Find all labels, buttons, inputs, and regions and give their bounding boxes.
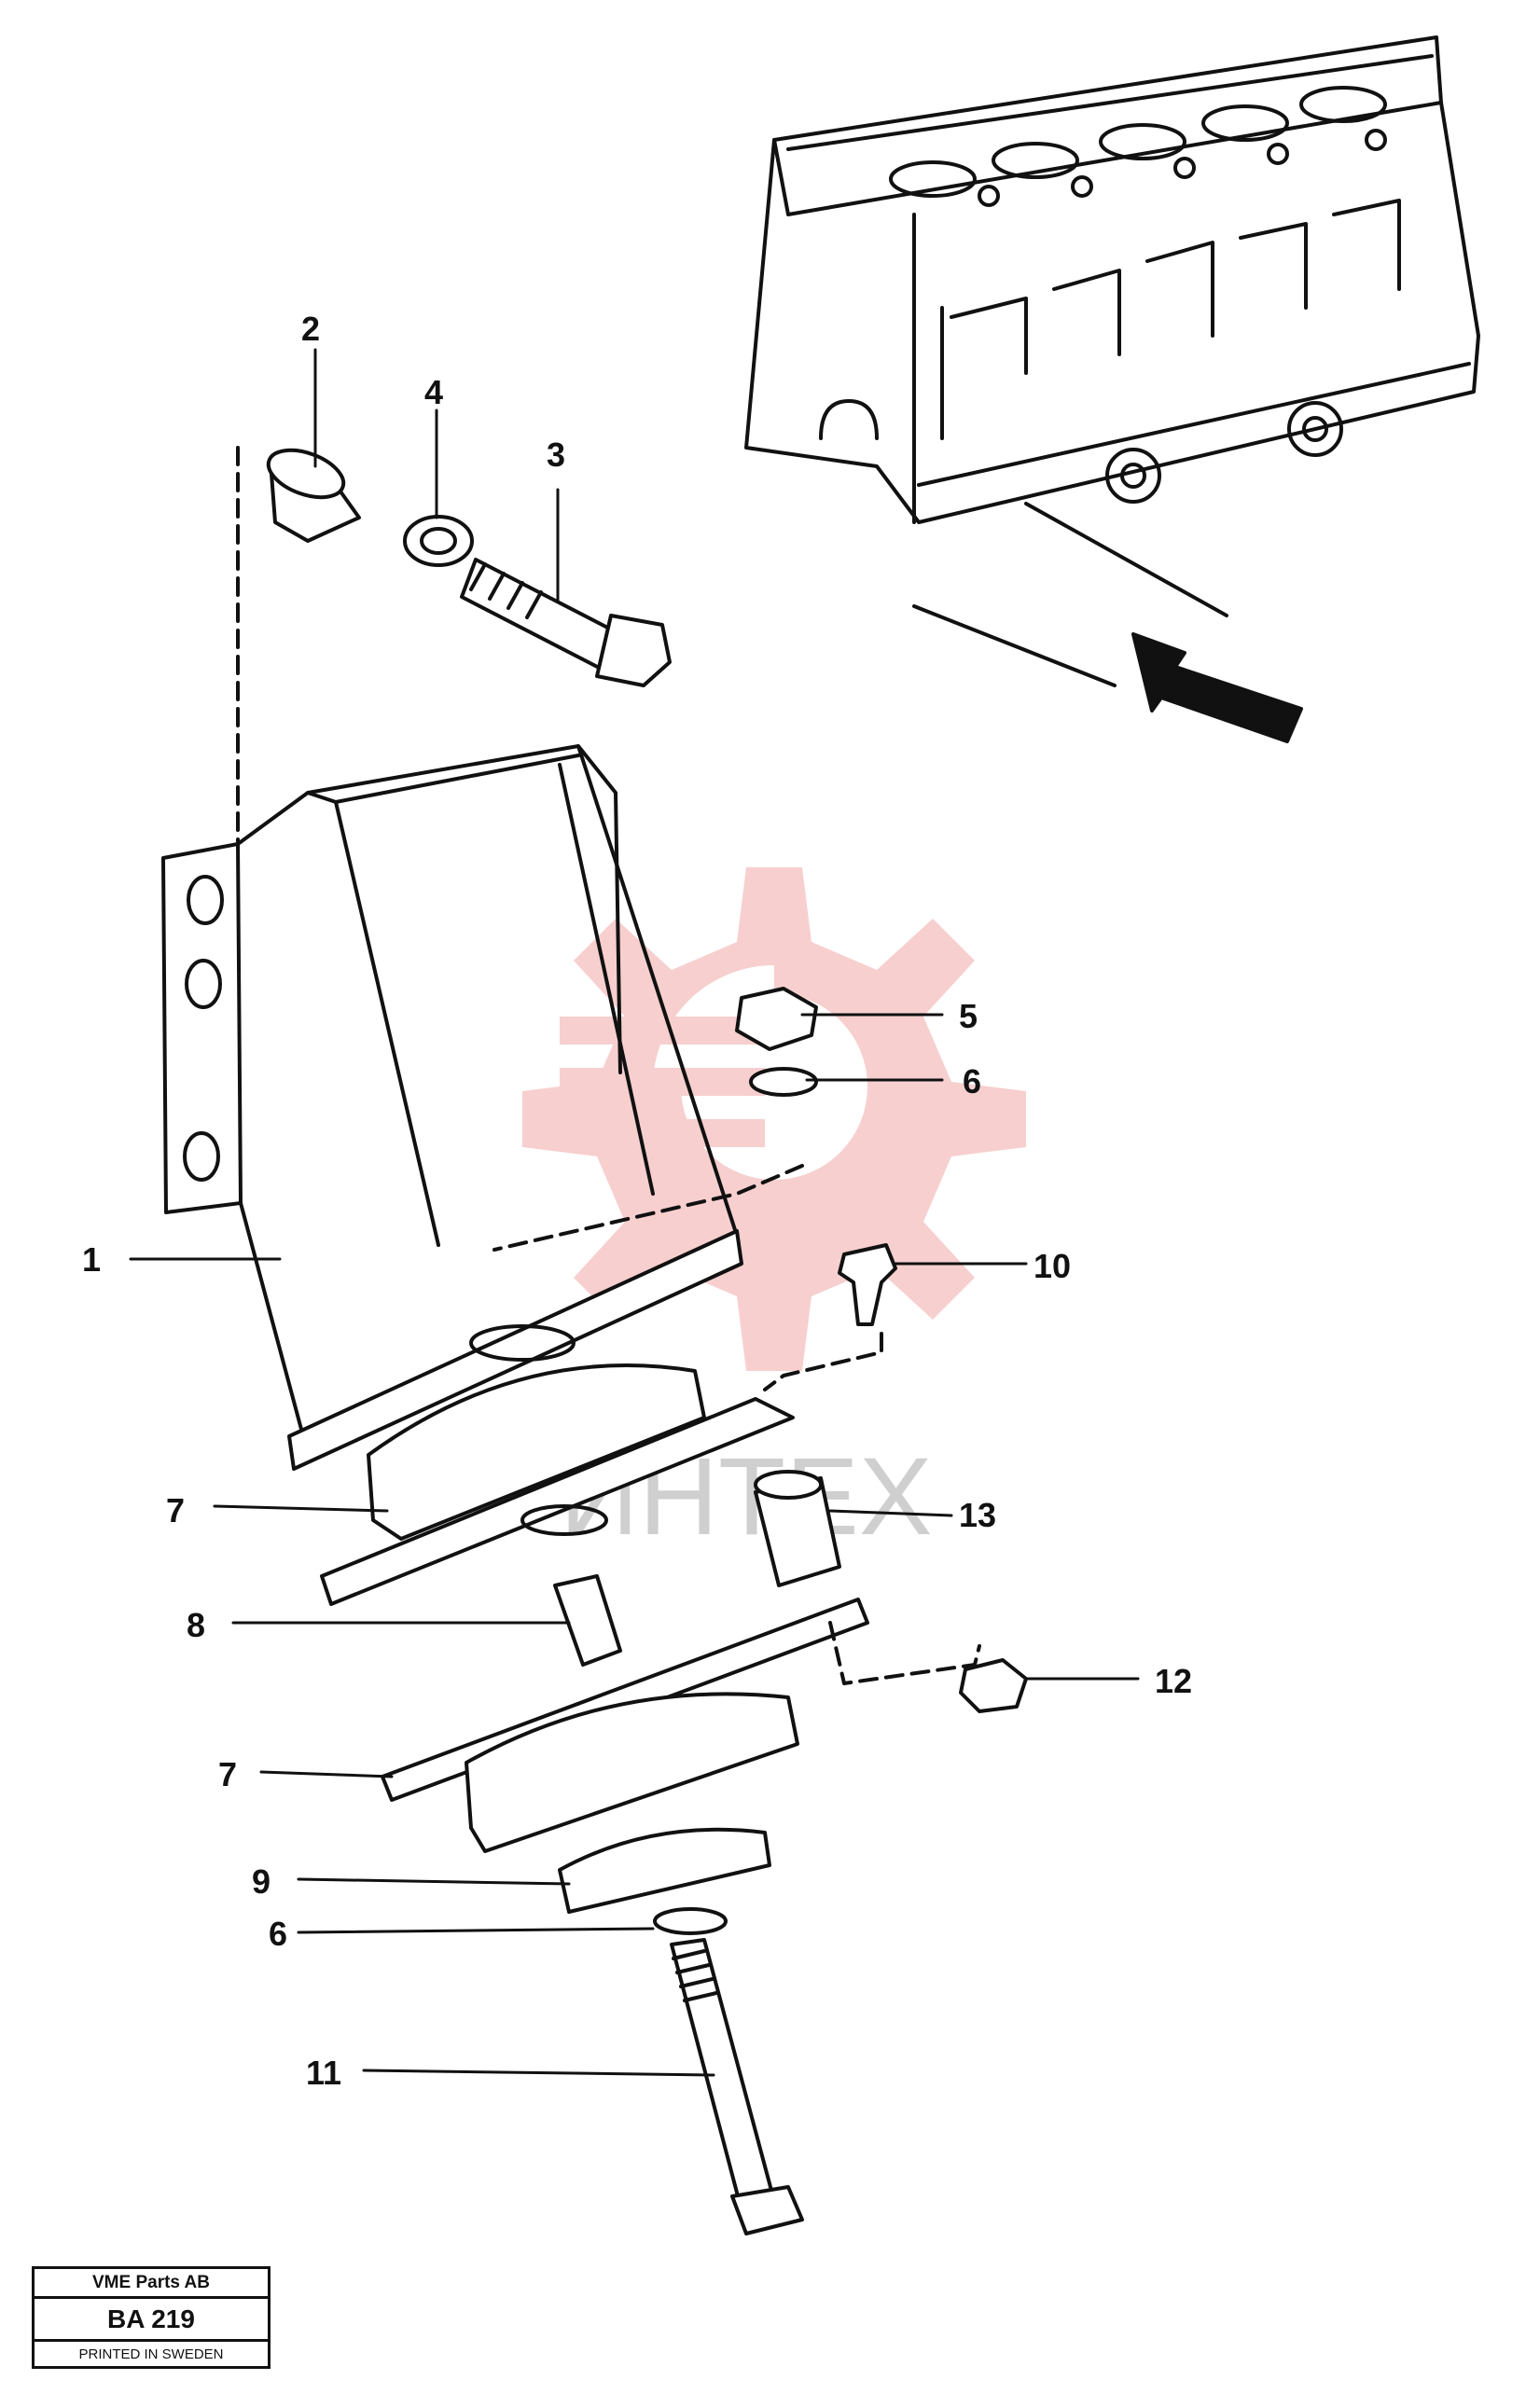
view-arrow [1131,632,1303,743]
callout-5: 5 [959,997,978,1035]
part-12-nut [959,1658,1028,1713]
part-7-rubber-mount-upper [320,1363,795,1606]
watermark-gear-logo [522,867,1026,1371]
stamp-company: VME Parts AB [35,2269,268,2299]
part-11-screw [838,1243,897,1326]
engine-block-drawing [744,35,1480,524]
callout-1: 1 [82,1240,101,1279]
callout-4: 4 [424,373,443,411]
callout-8: 8 [187,1606,205,1644]
stamp-printed: PRINTED IN SWEDEN [78,2346,224,2362]
part-7-rubber-mount-lower [381,1598,869,1853]
callout-6-upper: 6 [963,1062,981,1100]
callout-10: 11 [306,2054,341,2092]
callout-2: 2 [301,310,320,348]
callout-9: 9 [252,1862,271,1901]
part-8-sleeve [553,1574,622,1667]
part-5-nut [735,987,818,1051]
part-3-bolt [460,558,672,687]
part-4-washer [403,515,474,567]
parts-catalog-stamp: VME Parts AB BA 219 PRINTED IN SWEDEN [32,2266,271,2369]
callout-11: 10 [1034,1247,1071,1285]
part-2-sleeve [266,448,361,543]
callout-3: 3 [547,436,565,474]
part-6-washer-upper [749,1067,818,1097]
part-9-disc [558,1827,771,1914]
part-6-washer-lower [653,1907,728,1935]
callout-13: 13 [959,1496,996,1534]
part-1-bracket [161,744,743,1471]
part-10-bolt [670,1938,804,2235]
callout-12: 12 [1155,1662,1192,1700]
callout-7-lower: 7 [218,1755,237,1793]
callout-7-upper: 7 [166,1491,185,1529]
stamp-code: BA 219 [35,2299,268,2342]
callout-leader-lines [129,348,1140,2077]
callout-6-lower: 6 [269,1915,287,1953]
